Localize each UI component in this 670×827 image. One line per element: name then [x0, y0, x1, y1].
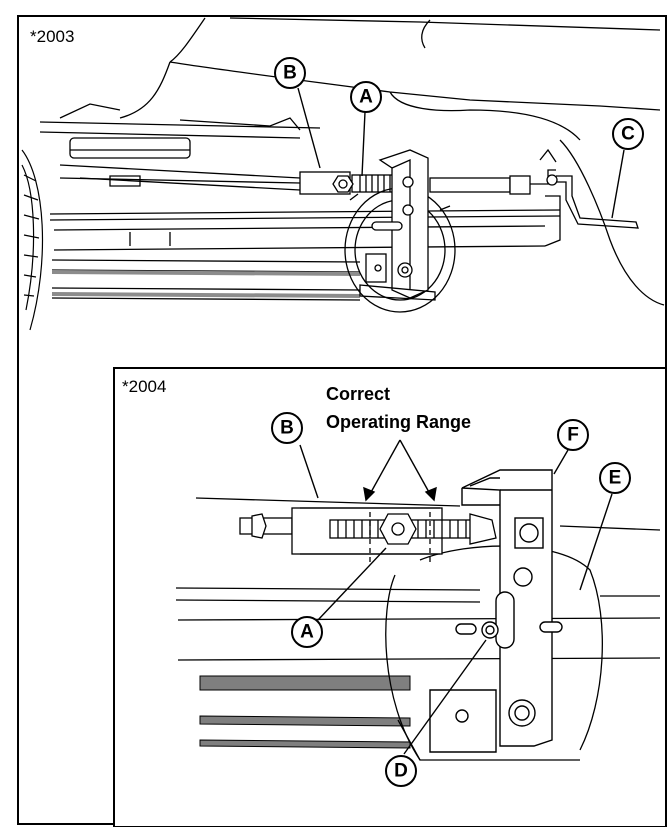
callout-inset-b: B: [271, 412, 303, 444]
callout-inset-a: A: [291, 616, 323, 648]
inset-rail-shading: [199, 675, 411, 749]
figure-2004-id: *2004: [122, 377, 166, 396]
callout-inset-a-label: A: [300, 622, 314, 643]
frame-rail: [49, 195, 561, 301]
callout-top-c-label: C: [621, 124, 635, 145]
left-tire: [21, 149, 44, 331]
callout-inset-e: E: [599, 462, 631, 494]
callout-inset-b-label: B: [280, 418, 294, 439]
callout-inset-f: F: [557, 419, 589, 451]
idler-bracket: [359, 149, 436, 301]
inset-rails: [175, 497, 661, 661]
control-lever: [539, 148, 639, 229]
rail-shading: [52, 270, 360, 298]
callout-inset-e-label: E: [609, 468, 622, 489]
inset-leader-lines: [299, 444, 613, 755]
inset-bracket: [429, 469, 563, 753]
callout-top-b-label: B: [283, 63, 297, 84]
upper-linkage: [39, 103, 321, 191]
figure-2003: *2003: [17, 15, 667, 825]
adjustment-rod: [59, 169, 558, 195]
callout-top-a-label: A: [359, 87, 373, 108]
range-caption-line2: Operating Range: [326, 412, 471, 432]
range-caption-line1: Correct: [326, 384, 390, 404]
callout-inset-f-label: F: [567, 425, 579, 446]
range-arrows: [363, 439, 437, 502]
callout-top-c: C: [612, 118, 644, 150]
callout-top-a: A: [350, 81, 382, 113]
top-leader-lines: [297, 87, 625, 219]
figure-2003-id: *2003: [30, 27, 74, 46]
inset-drum: [385, 545, 603, 761]
inset-adjuster: [239, 507, 497, 562]
callout-inset-d-label: D: [394, 761, 408, 782]
callout-inset-d: D: [385, 755, 417, 787]
figure-2004: *2004 Correct Operating Range: [113, 367, 667, 827]
callout-top-b: B: [274, 57, 306, 89]
